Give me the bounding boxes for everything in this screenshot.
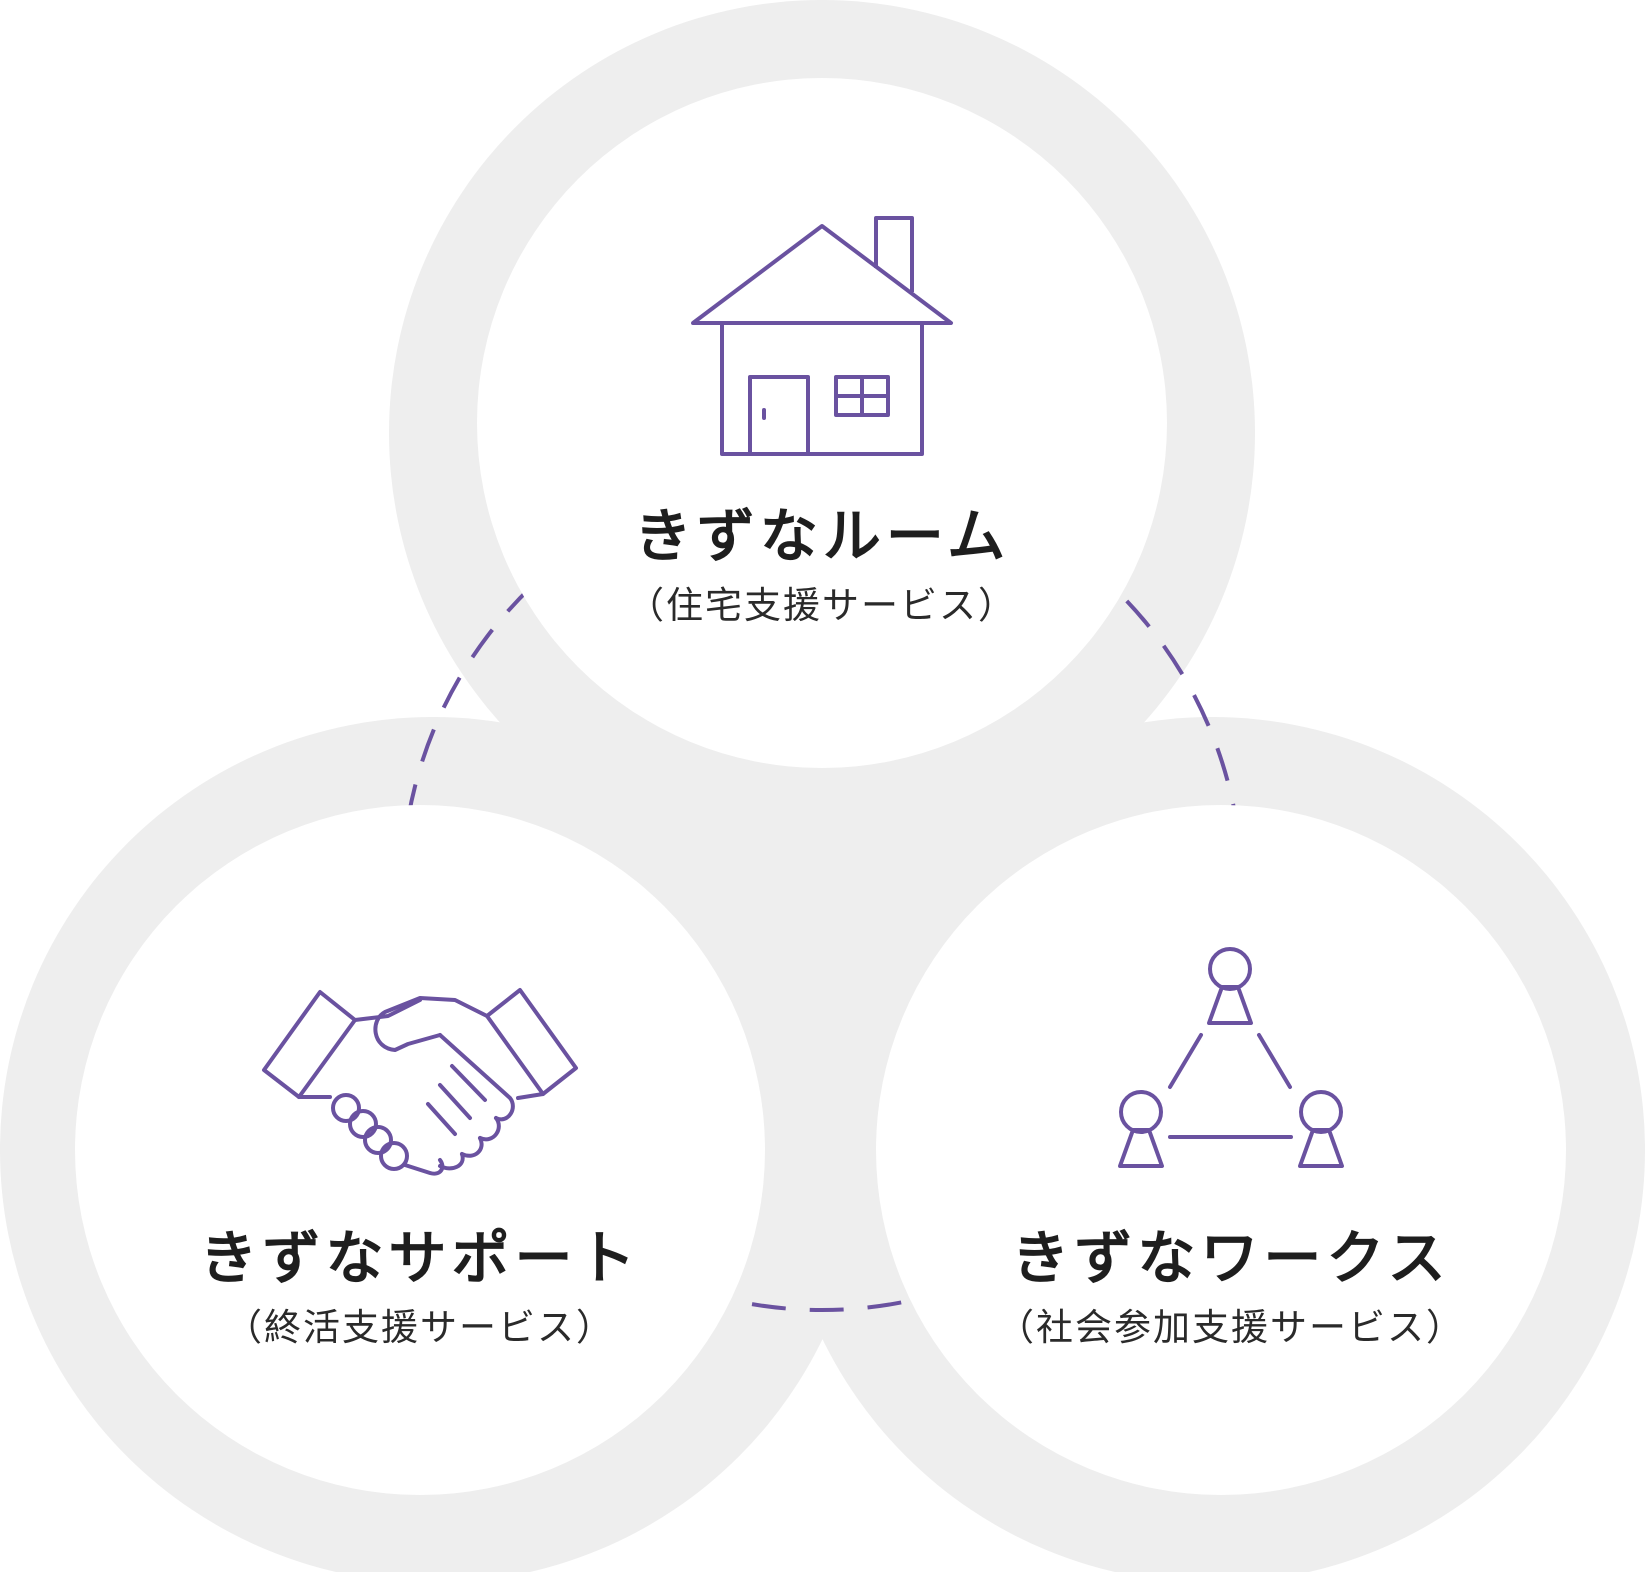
works-title: きずなワークス — [1011, 1224, 1451, 1292]
room-circle — [477, 78, 1167, 768]
support-label: きずなサポート （終活支援サービス） — [140, 1222, 700, 1356]
room-label: きずなルーム （住宅支援サービス） — [542, 500, 1102, 634]
support-title: きずなサポート — [199, 1224, 641, 1292]
works-circle — [876, 805, 1566, 1495]
network-people-icon — [1118, 947, 1344, 1168]
house-icon — [691, 216, 953, 456]
room-subtitle: （住宅支援サービス） — [627, 584, 1017, 627]
support-circle — [75, 805, 765, 1495]
support-subtitle: （終活支援サービス） — [225, 1306, 615, 1349]
works-label: きずなワークス （社会参加支援サービス） — [951, 1222, 1511, 1356]
handshake-icon — [262, 988, 578, 1176]
room-title: きずなルーム — [633, 502, 1011, 570]
works-subtitle: （社会参加支援サービス） — [997, 1306, 1465, 1349]
